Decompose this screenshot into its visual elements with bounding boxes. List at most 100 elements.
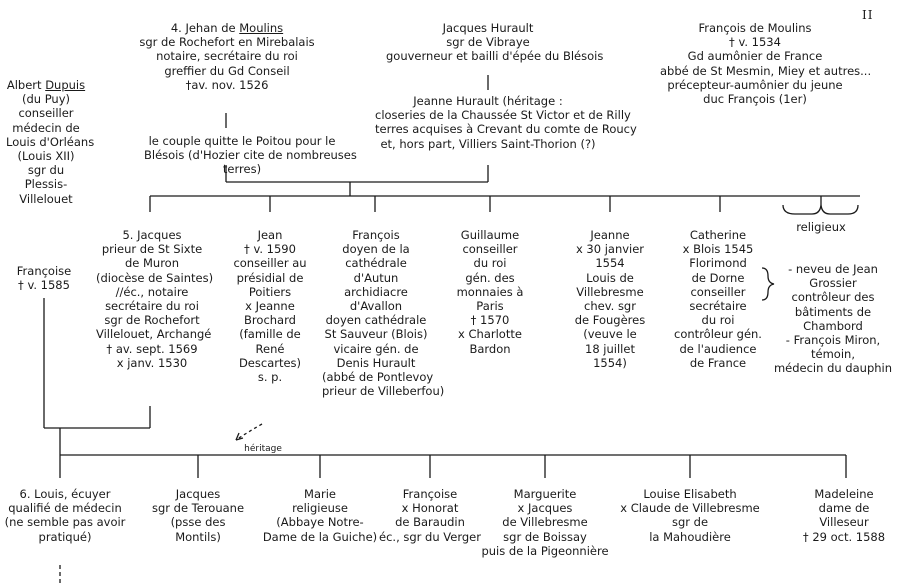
text-line: notaire, secrétaire du roi	[156, 49, 298, 64]
text-line: duc François (1er)	[703, 92, 807, 107]
text-line: Brochard	[244, 313, 296, 328]
text-line: Montils)	[175, 529, 221, 544]
text-line: chev. sgr	[584, 299, 636, 314]
jehan-name: 4. Jehan de Moulins	[170, 21, 284, 35]
text-line: (psse des	[170, 515, 226, 530]
text-line: closeries de la Chaussée St Victor et de…	[375, 108, 631, 123]
text-line: s. p.	[257, 370, 283, 385]
text-line: conseiller	[18, 106, 74, 121]
text-line: sgr de Rochefort	[104, 313, 200, 328]
text-line: Françoise	[16, 264, 72, 278]
text-line: religieuse	[292, 501, 348, 516]
text-line: témoin,	[811, 347, 855, 362]
text-line: (ne semble pas avoir	[4, 515, 126, 530]
text-line: de Villebresme	[502, 515, 588, 530]
text-line: conseiller au	[233, 256, 307, 271]
text-line: Jacques	[175, 487, 221, 501]
page-number: II	[862, 8, 874, 22]
text-line: abbé de St Mesmin, Miey et autres...	[660, 63, 872, 78]
text-line: conseiller	[690, 284, 746, 299]
text-line: Descartes)	[238, 355, 302, 370]
text-line: sgr du	[27, 163, 65, 178]
text-line: 6. Louis, écuyer	[19, 487, 111, 501]
text-line: Poitiers	[248, 284, 292, 299]
text-line: secrétaire du roi	[105, 299, 199, 314]
text-line: contrôleur des	[791, 290, 875, 305]
text-line: † v. 1534	[729, 35, 781, 50]
text-line: x janv. 1530	[116, 355, 188, 370]
heritage-label: héritage	[244, 444, 282, 454]
text-line: - neveu de Jean	[788, 262, 878, 276]
text-line: éc., sgr du Verger	[379, 529, 481, 544]
text-line: Catherine	[689, 228, 747, 242]
text-line: (famille de	[239, 327, 301, 342]
text-line: greffier du Gd Conseil	[164, 63, 290, 78]
text-line: (diocèse de Saintes)	[96, 270, 214, 285]
text-line: (du Puy)	[21, 92, 71, 107]
text-line: sgr de Boissay	[503, 529, 587, 544]
text-line: le couple quitte le Poitou pour le	[148, 134, 336, 148]
text-line: Jean	[257, 228, 283, 242]
text-line: Jeanne	[590, 228, 630, 242]
text-line: x Jacques	[517, 501, 573, 516]
text-line: † v. 1585	[18, 278, 70, 293]
text-line: doyen de la	[342, 242, 410, 257]
text-line: puis de la Pigeonnière	[481, 543, 609, 558]
text-line: 5. Jacques	[122, 228, 182, 242]
text-line: la Mahoudière	[649, 529, 731, 544]
text-line: x Jeanne	[245, 299, 295, 314]
text-line: † 1570	[470, 313, 510, 328]
text-line: François	[352, 228, 400, 242]
text-line: Jeanne Hurault (héritage :	[413, 94, 563, 108]
text-line: sgr de Rochefort en Mirebalais	[139, 35, 315, 50]
text-line: Chambord	[803, 318, 863, 333]
text-line: Dame de la Guiche)	[262, 529, 378, 544]
text-line: sgr de	[671, 515, 709, 530]
heritage-arrowhead	[235, 432, 244, 441]
text-line: Guillaume	[460, 228, 520, 242]
text-line: † v. 1590	[244, 242, 296, 257]
text-line: Villelouet	[19, 191, 73, 206]
text-line: présidial de	[236, 270, 304, 285]
text-line: religieux	[796, 220, 846, 234]
albert-name: Albert Dupuis	[6, 78, 86, 92]
text-line: Plessis-	[24, 177, 68, 192]
text-line: pratiqué)	[38, 529, 92, 544]
text-line: (abbé de Pontlevoy	[322, 370, 434, 385]
text-line: St Sauveur (Blois)	[324, 327, 428, 342]
text-line: Villeseur	[819, 515, 869, 530]
text-line: x 30 janvier	[575, 242, 645, 257]
text-line: Marguerite	[513, 487, 577, 501]
text-line: Villelouet, Archangé	[96, 327, 212, 342]
person-jeanne-hurault: Jeanne Hurault (héritage :closeries de l…	[375, 94, 637, 151]
text-line: Bardon	[469, 341, 511, 356]
text-line: et, hors part, Villiers Saint-Thorion (?…	[380, 136, 596, 151]
heritage-arrow	[235, 423, 263, 441]
text-line: d'Avallon	[349, 299, 403, 314]
text-line: archidiacre	[344, 284, 408, 299]
text-line: prieur de St Sixte	[101, 242, 203, 257]
text-line: prieur de Villeberfou)	[322, 384, 445, 399]
text-line: sgr de Terouane	[151, 501, 245, 516]
text-line: (Louis XII)	[17, 149, 75, 164]
text-line: de l'audience	[679, 341, 757, 356]
dorne-note-brace	[761, 267, 775, 301]
text-line: Gd aumônier de France	[687, 49, 823, 64]
text-line: secrétaire	[689, 299, 747, 314]
text-line: de Fougères	[574, 313, 646, 328]
text-line: du roi	[701, 313, 735, 328]
text-line: de Baraudin	[395, 515, 465, 530]
text-line: précepteur-aumônier du jeune	[667, 77, 843, 92]
text-line: Louis d'Orléans	[6, 134, 95, 149]
